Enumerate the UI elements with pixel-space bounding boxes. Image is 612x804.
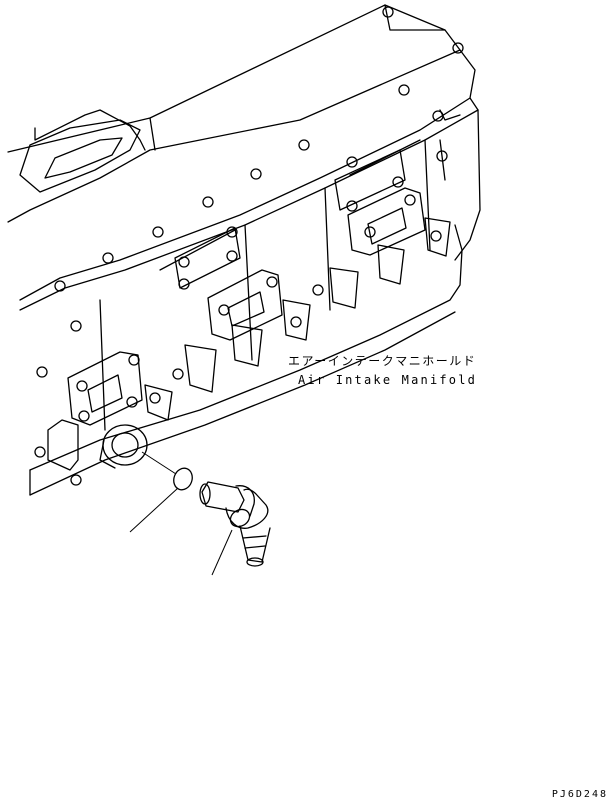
leader-lines	[129, 451, 233, 576]
o-ring-leader-line	[129, 487, 179, 533]
port-flanges	[67, 149, 426, 426]
bolt-heads	[34, 6, 464, 486]
manifold-port-boss	[99, 424, 148, 469]
mounting-bosses	[47, 217, 451, 471]
manifold-label-english: Air Intake Manifold	[298, 373, 478, 387]
drawing-code: PJ6D248	[551, 789, 608, 800]
port-leader-line	[141, 451, 177, 475]
manifold-label-japanese: エアーインテークマニホールド	[288, 354, 477, 368]
air-intake-manifold	[7, 4, 481, 496]
elbow-fitting-part	[199, 481, 271, 567]
o-ring-part	[173, 467, 193, 491]
fitting-leader-line	[211, 529, 233, 576]
